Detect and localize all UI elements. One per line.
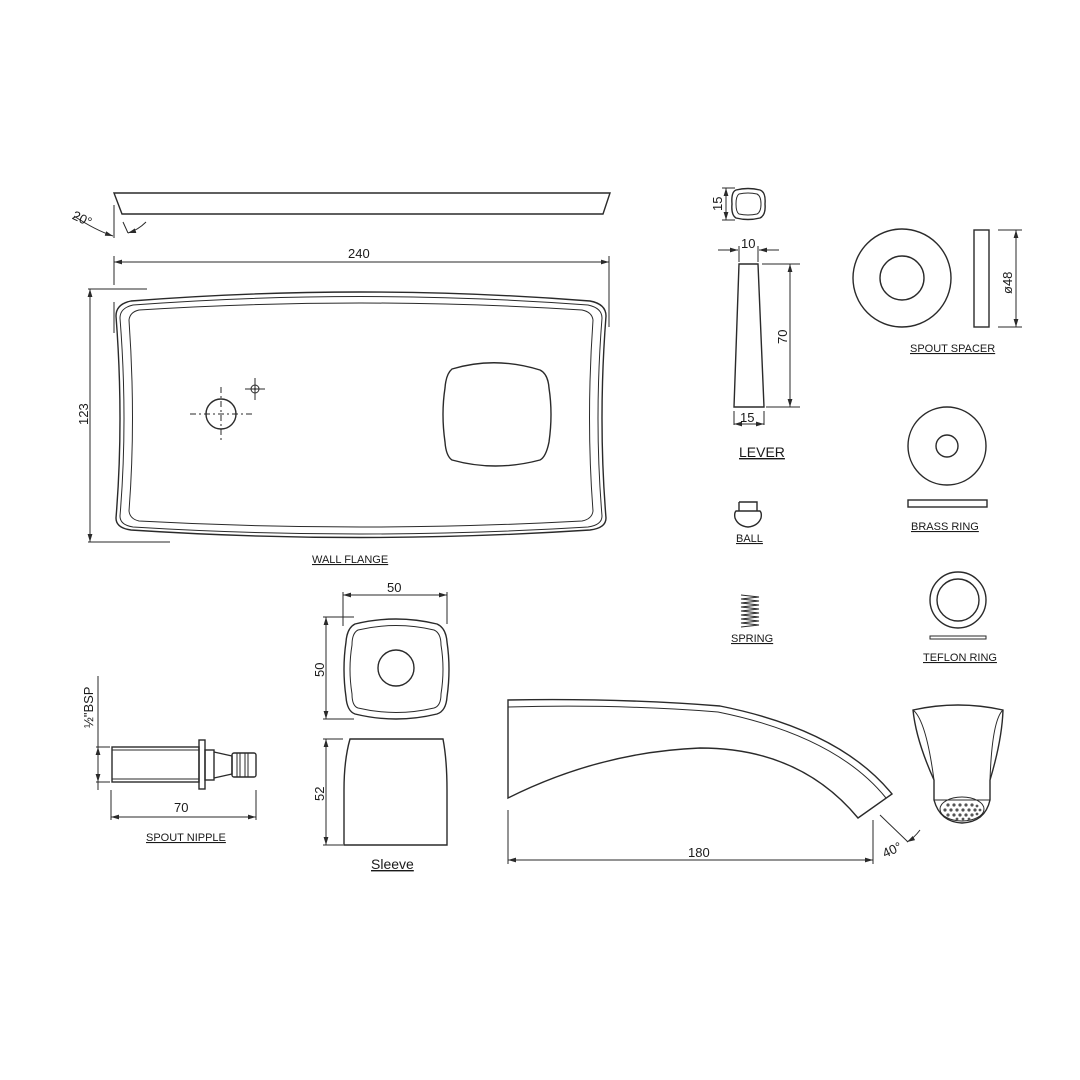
lever-label: LEVER xyxy=(739,444,785,460)
brass-ring-face xyxy=(907,406,987,486)
spout-group: 180 40° xyxy=(507,698,1004,864)
sleeve-width-dim: 50 xyxy=(387,580,401,595)
wall-flange-height-dim: 123 xyxy=(76,403,91,425)
wall-flange-side-profile xyxy=(112,192,611,215)
spout-nipple-length-dim: 70 xyxy=(174,800,188,815)
wall-flange-outline xyxy=(115,291,607,539)
brass-ring-group: BRASS RING xyxy=(907,406,988,533)
spring-label: SPRING xyxy=(731,633,773,645)
lever-body xyxy=(733,263,765,408)
aerator-mesh xyxy=(943,803,982,821)
spout-spacer-face xyxy=(852,228,952,328)
spout-spacer-side xyxy=(973,229,990,328)
sleeve-top-view xyxy=(343,618,450,720)
sleeve-label: Sleeve xyxy=(371,856,414,872)
ball-shape xyxy=(733,501,763,528)
lever-bottom-width-dim: 15 xyxy=(740,410,754,425)
spout-spacer-label: SPOUT SPACER xyxy=(910,343,995,355)
spout-length-dim: 180 xyxy=(688,845,710,860)
spout-nipple-thread-dim: ½"BSP xyxy=(81,687,96,728)
ball-label: BALL xyxy=(736,533,763,545)
lever-height-dim: 70 xyxy=(775,330,790,344)
teflon-ring-group: TEFLON RING xyxy=(923,571,997,664)
wall-flange-label: WALL FLANGE xyxy=(312,554,388,566)
sleeve-side-view xyxy=(343,738,448,846)
teflon-ring-face xyxy=(929,571,987,629)
ball-group: BALL xyxy=(733,501,763,545)
spout-front-view xyxy=(912,704,1004,824)
sleeve-depth-dim: 50 xyxy=(312,663,327,677)
spring-group: SPRING xyxy=(731,594,773,645)
spout-aerator xyxy=(939,796,985,822)
spout-side-view xyxy=(507,698,894,819)
spout-nipple-thread-body xyxy=(111,746,200,783)
teflon-ring-side xyxy=(929,635,987,640)
spout-angle-dim: 40° xyxy=(880,839,904,861)
brass-ring-side xyxy=(907,499,988,508)
spout-nipple-label: SPOUT NIPPLE xyxy=(146,832,226,844)
sleeve-group: 50 50 52 Sleeve xyxy=(312,580,450,872)
brass-ring-label: BRASS RING xyxy=(911,521,979,533)
spout-spacer-group: ø48 SPOUT SPACER xyxy=(852,228,1022,355)
wall-flange-group: 20° 240 123 WALL FLANGE xyxy=(70,192,611,566)
lever-group: 15 10 70 15 LEVER xyxy=(710,187,800,460)
teflon-ring-label: TEFLON RING xyxy=(923,652,997,664)
sleeve-height-dim: 52 xyxy=(312,787,327,801)
spout-spacer-diameter-dim: ø48 xyxy=(1000,272,1015,294)
flange-lever-cutout xyxy=(442,362,552,467)
lever-head-top-view xyxy=(731,187,766,221)
spout-nipple-group: ½"BSP 70 SPOUT NIPPLE xyxy=(81,676,257,844)
wall-flange-width-dim: 240 xyxy=(348,246,370,261)
spring-coil xyxy=(740,594,760,628)
lever-head-dim: 15 xyxy=(710,197,725,211)
lever-top-width-dim: 10 xyxy=(741,236,755,251)
